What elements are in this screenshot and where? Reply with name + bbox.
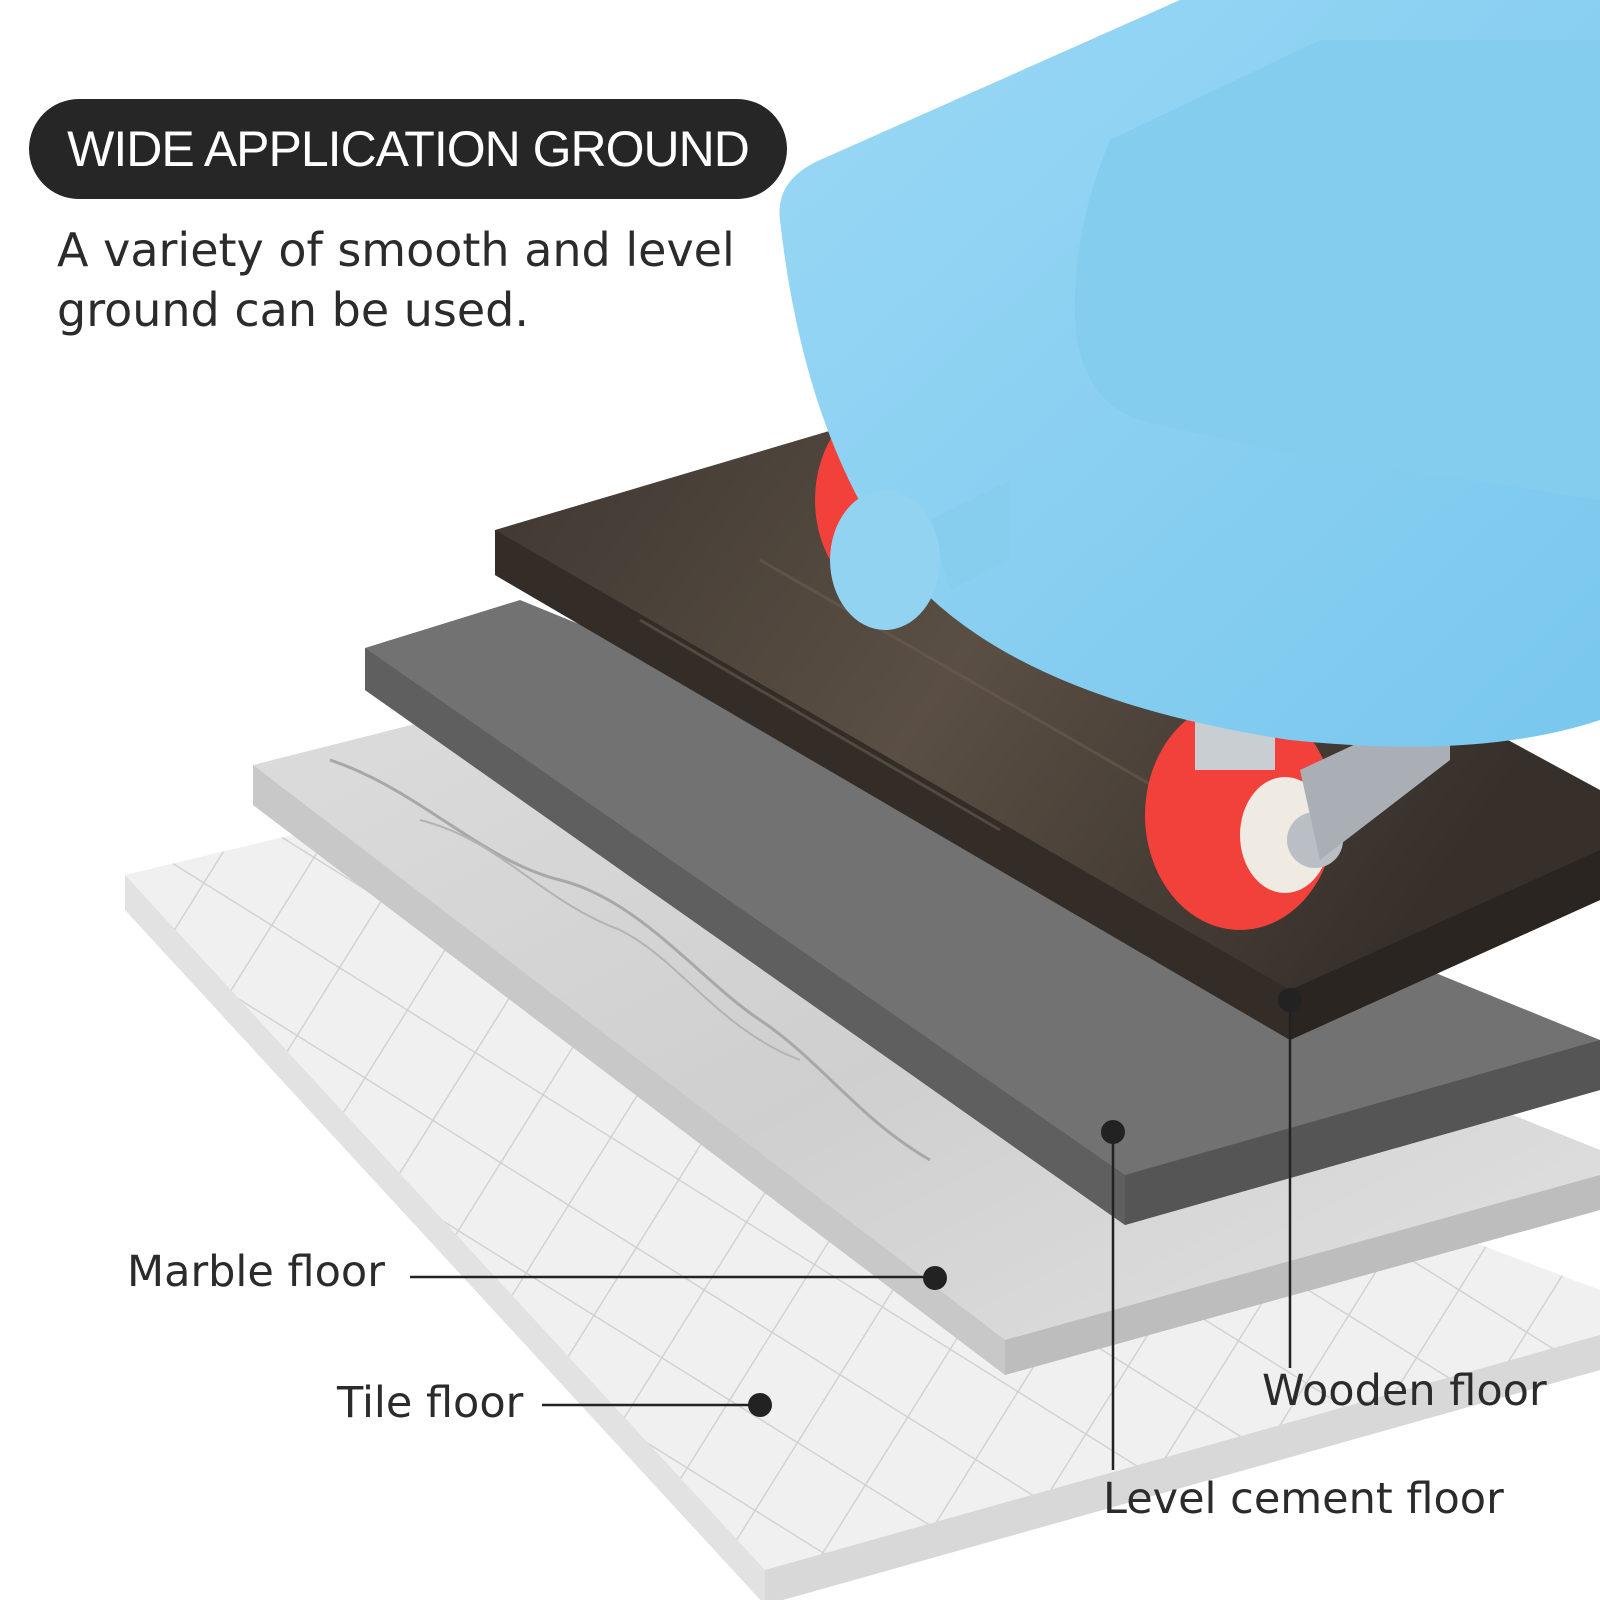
badge-title: WIDE APPLICATION GROUND [67, 121, 750, 177]
cement-leader-dot [1101, 1120, 1125, 1144]
description-text: A variety of smooth and level ground can… [57, 223, 735, 337]
tile-leader-dot [748, 1393, 772, 1417]
header-badge: WIDE APPLICATION GROUND [29, 99, 787, 199]
marble-leader-dot [923, 1266, 947, 1290]
furniture-dolly [779, 0, 1600, 930]
leader-lines [410, 988, 1302, 1470]
cement-floor-label: Level cement floor [1103, 1474, 1504, 1524]
dolly-connector-knob [830, 480, 1010, 630]
wooden-floor-label: Wooden floor [1262, 1366, 1547, 1416]
wooden-leader-dot [1278, 988, 1302, 1012]
marble-floor-label: Marble floor [127, 1247, 385, 1297]
tile-floor-label: Tile floor [337, 1378, 524, 1428]
